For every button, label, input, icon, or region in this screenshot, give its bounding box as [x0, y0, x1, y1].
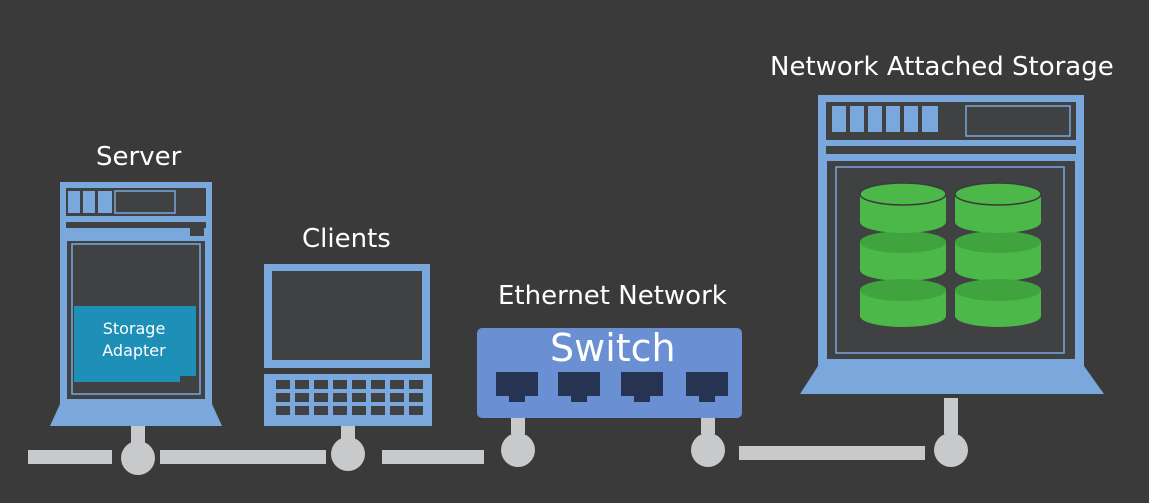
cable-node [691, 433, 725, 467]
disk-icon [954, 182, 1042, 233]
storage-adapter-line2: Adapter [102, 341, 166, 360]
laptop-icon [264, 264, 432, 426]
cable-segment [160, 450, 326, 464]
storage-adapter-line1: Storage [102, 319, 166, 338]
disk-stack-right [954, 182, 1042, 327]
keyboard-keys [276, 380, 423, 415]
nas-label: Network Attached Storage [770, 52, 1114, 82]
switch-icon [477, 328, 742, 418]
server-icon [50, 182, 222, 426]
disk-icon [955, 231, 1041, 281]
clients-label: Clients [302, 224, 391, 254]
ethernet-network-label: Ethernet Network [498, 281, 727, 311]
cable-node [501, 433, 535, 467]
switch-label: Switch [550, 326, 676, 370]
cable-drop [944, 398, 958, 434]
cable-node [331, 437, 365, 471]
ethernet-port-icon [621, 372, 663, 402]
cable-segment [739, 446, 925, 460]
disk-icon [859, 182, 947, 233]
disk-icon [955, 279, 1041, 327]
cable-node [121, 441, 155, 475]
ethernet-port-icon [686, 372, 728, 402]
cable-segment [382, 450, 484, 464]
cable-segment [28, 450, 112, 464]
disk-icon [860, 279, 946, 327]
ethernet-port-icon [496, 372, 538, 402]
nas-icon [800, 95, 1104, 394]
disk-stack-left [859, 182, 947, 327]
cable-node [934, 433, 968, 467]
storage-adapter-card [74, 306, 196, 382]
server-label: Server [96, 142, 182, 172]
disk-icon [860, 231, 946, 281]
ethernet-port-icon [558, 372, 600, 402]
storage-adapter-label: Storage Adapter [74, 318, 194, 362]
